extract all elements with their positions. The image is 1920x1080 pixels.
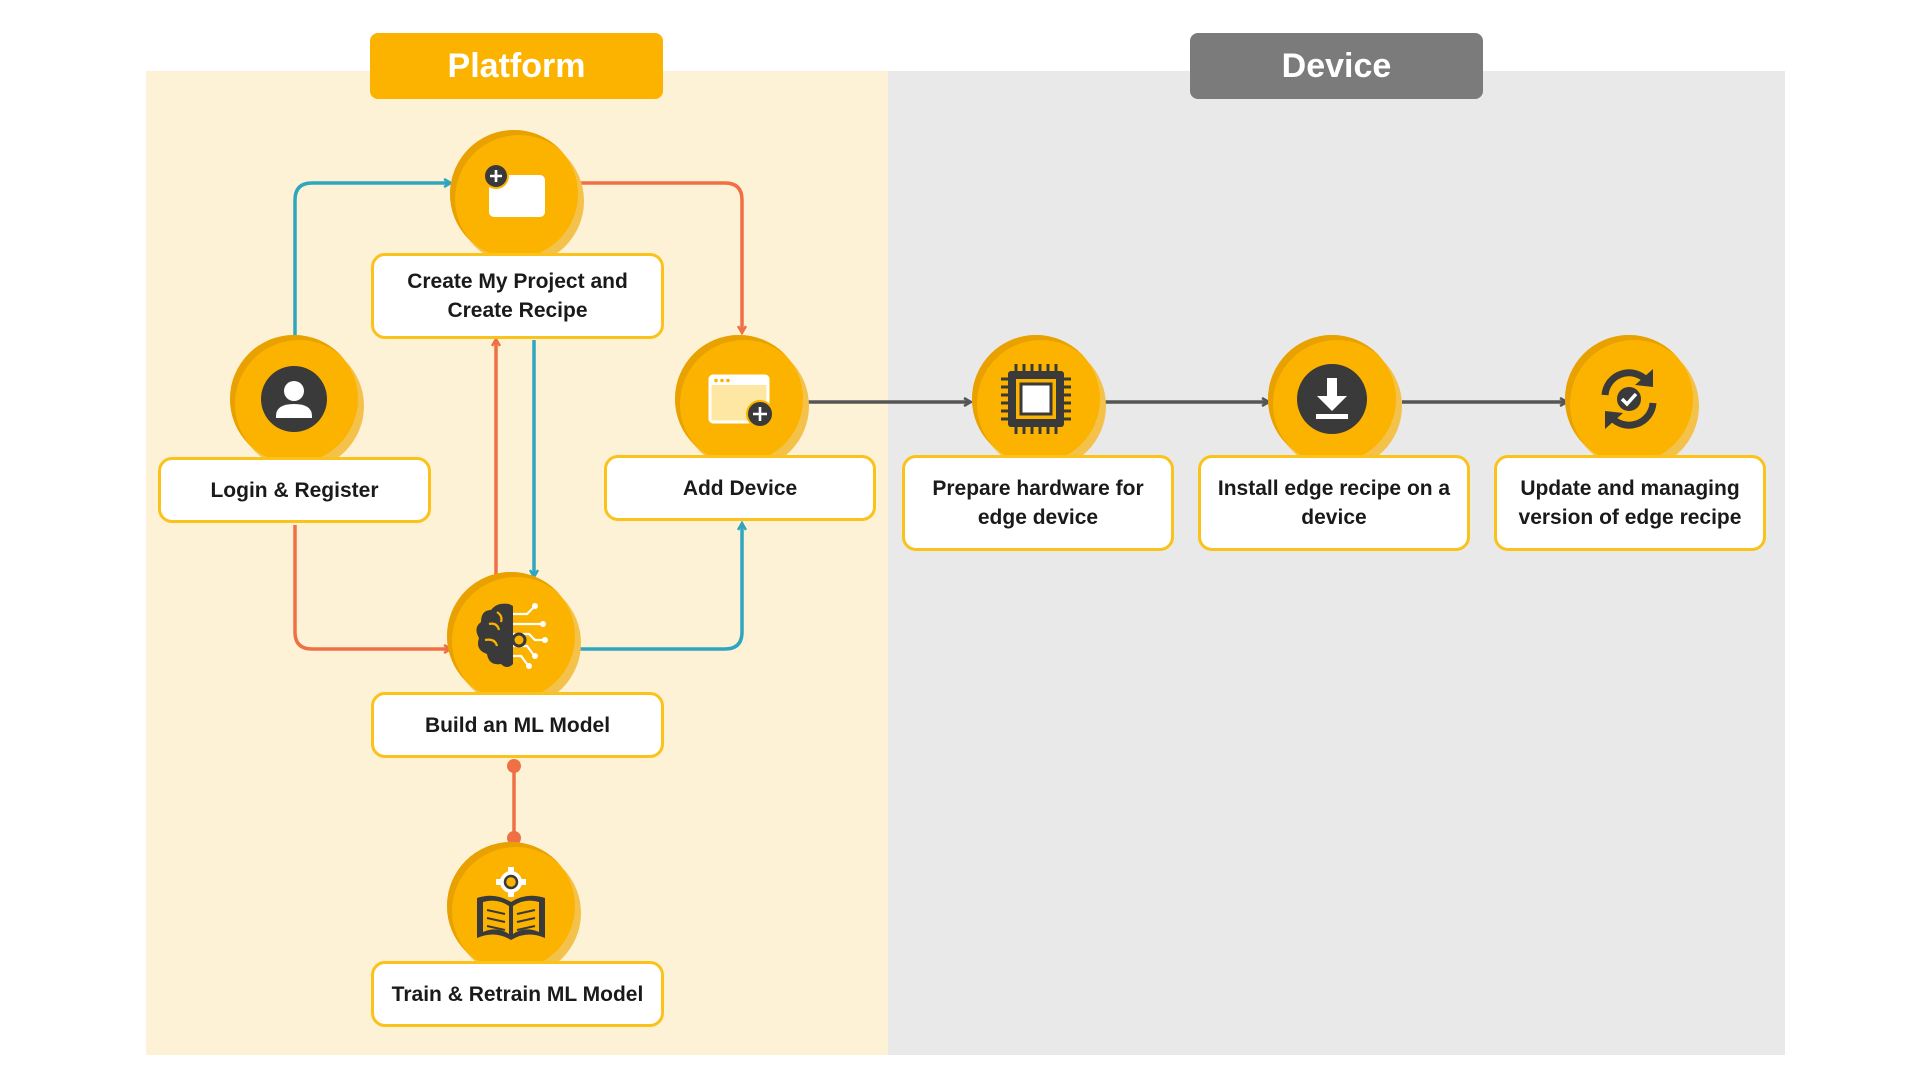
- build-model-node[interactable]: [447, 572, 575, 700]
- download-icon: [1297, 364, 1367, 434]
- update-version-label: Update and managing version of edge reci…: [1494, 455, 1766, 551]
- prepare-hardware-label: Prepare hardware for edge device: [902, 455, 1174, 551]
- add-device-label: Add Device: [604, 455, 876, 521]
- new-folder-icon: [483, 163, 545, 217]
- wire-login-to-project: [293, 183, 450, 337]
- wire-login-to-build: [293, 525, 450, 649]
- wire-project-to-device: [578, 181, 742, 332]
- chip-icon: [1001, 364, 1071, 434]
- build-model-label: Build an ML Model: [371, 692, 664, 758]
- device-panel: [888, 71, 1785, 1055]
- sync-check-icon: [1601, 369, 1657, 429]
- install-recipe-node[interactable]: [1268, 335, 1396, 463]
- create-project-label: Create My Project and Create Recipe: [371, 253, 664, 339]
- platform-header: Platform: [370, 33, 663, 99]
- wire-build-to-device: [575, 524, 742, 651]
- brain-circuit-icon: [476, 603, 548, 669]
- update-version-node[interactable]: [1565, 335, 1693, 463]
- book-gear-icon: [477, 867, 545, 940]
- install-recipe-label: Install edge recipe on a device: [1198, 455, 1470, 551]
- device-header: Device: [1190, 33, 1483, 99]
- login-label: Login & Register: [158, 457, 431, 523]
- login-node[interactable]: [230, 335, 358, 463]
- train-model-label: Train & Retrain ML Model: [371, 961, 664, 1027]
- create-project-node[interactable]: [450, 130, 578, 258]
- user-icon: [261, 366, 327, 432]
- add-device-node[interactable]: [675, 335, 803, 463]
- prepare-hardware-node[interactable]: [972, 335, 1100, 463]
- train-model-node[interactable]: [447, 842, 575, 970]
- add-window-icon: [708, 374, 774, 428]
